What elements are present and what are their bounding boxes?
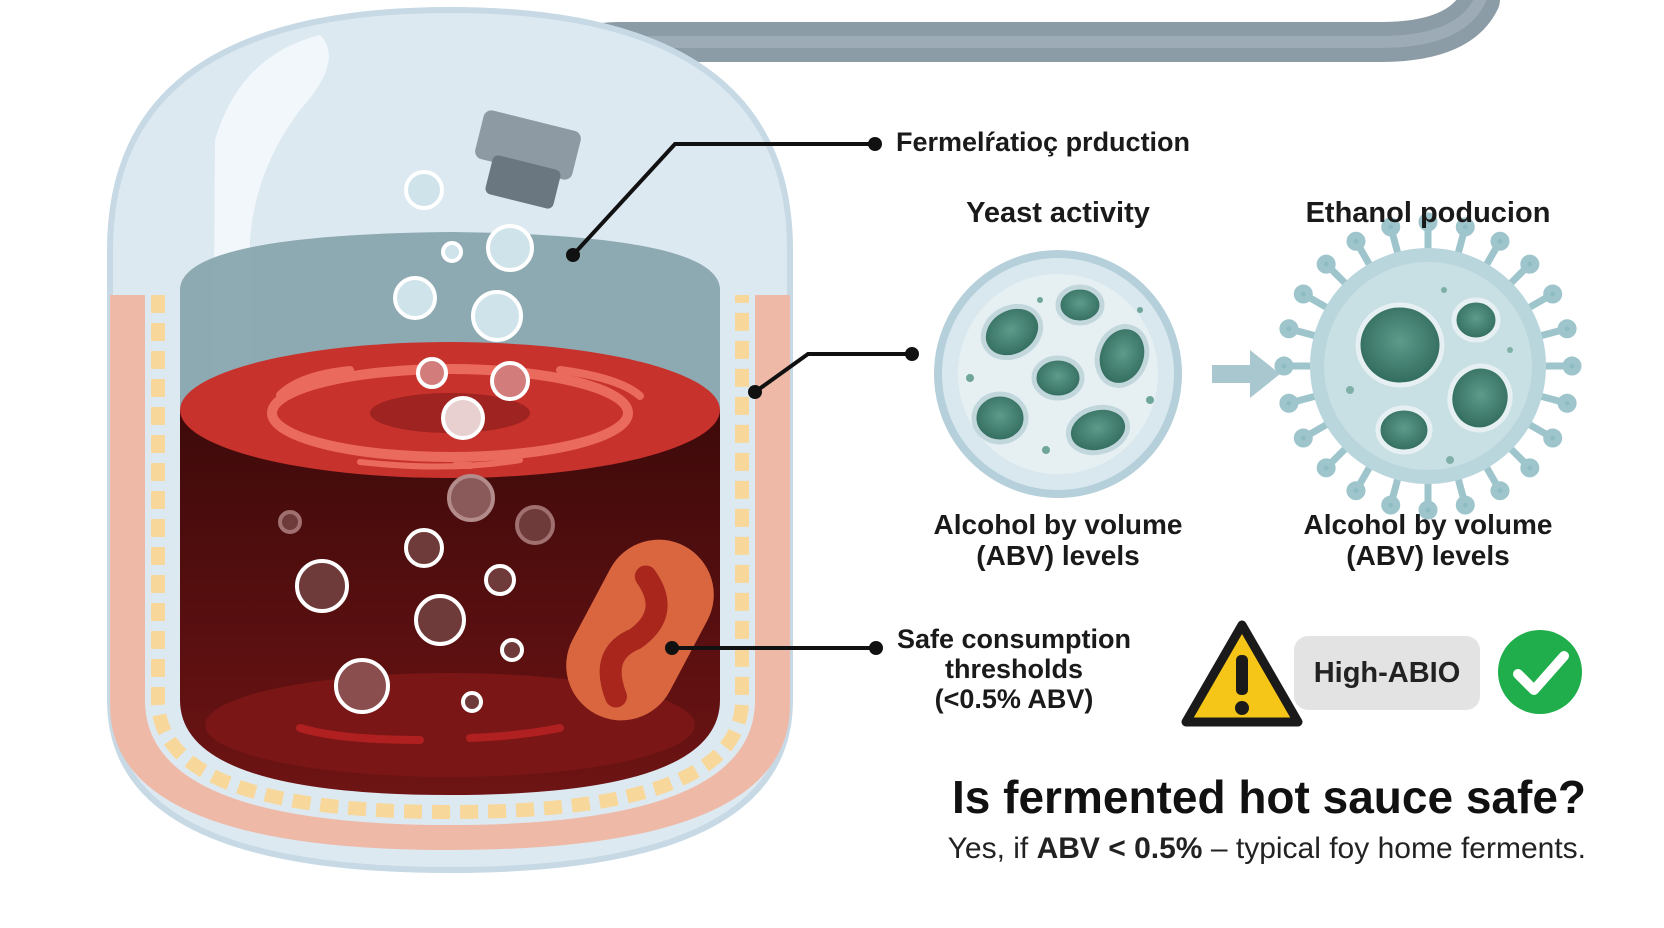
yeast-activity-label: Yeast activity bbox=[966, 197, 1150, 229]
cell-spike-tip bbox=[1279, 393, 1299, 413]
cell-spike-tip bbox=[1490, 481, 1510, 501]
answer-bold: ABV < 0.5% bbox=[1036, 832, 1203, 865]
answer-prefix: Yes, if bbox=[947, 832, 1037, 865]
abv-levels-left-line1: Alcohol by volume bbox=[933, 509, 1183, 540]
abv-levels-label-left: Alcohol by volume (ABV) levels bbox=[898, 509, 1218, 572]
callout-dot bbox=[905, 347, 919, 361]
cell-spike-tip bbox=[1316, 254, 1336, 274]
warning-icon bbox=[1181, 620, 1303, 727]
abv-levels-right-line1: Alcohol by volume bbox=[1303, 509, 1553, 540]
safe-line2: thresholds bbox=[944, 654, 1084, 685]
cell-spike-tip bbox=[1455, 217, 1475, 237]
abv-levels-left-line2: (ABV) levels bbox=[976, 539, 1140, 571]
cell-spike-tip bbox=[1293, 428, 1313, 448]
cell-spike-tip bbox=[1346, 231, 1366, 251]
cell-spike-tip bbox=[1520, 458, 1540, 478]
ethanol-producing-cell-icon bbox=[1274, 212, 1582, 520]
answer-suffix: – typical foy home ferments. bbox=[1202, 832, 1586, 865]
cell-spike-tip bbox=[1520, 254, 1540, 274]
co2-bubbles bbox=[278, 170, 555, 714]
callout-dot bbox=[748, 385, 762, 399]
fermentation-production-label: Fermelŕatioç prduction bbox=[896, 127, 1191, 157]
safe-line3: (<0.5% ABV) bbox=[934, 684, 1094, 715]
cell-spike-tip bbox=[1418, 212, 1438, 232]
ethanol-production-label: Ethanol poducion bbox=[1305, 197, 1551, 229]
callout-dot bbox=[665, 641, 679, 655]
cell-spike-tip bbox=[1418, 500, 1438, 520]
cell-spike-tip bbox=[1490, 231, 1510, 251]
headline-answer: Yes, if ABV < 0.5% – typical foy home fe… bbox=[860, 832, 1586, 866]
abv-levels-right-line2: (ABV) levels bbox=[1346, 539, 1510, 571]
cell-spike-tip bbox=[1543, 428, 1563, 448]
callout-lines bbox=[571, 142, 912, 650]
cell-spike-tip bbox=[1557, 393, 1577, 413]
callout-dot bbox=[868, 137, 882, 151]
high-abv-badge: High-ABIO bbox=[1294, 636, 1480, 710]
cell-spike-tip bbox=[1381, 217, 1401, 237]
cell-spike-tip bbox=[1293, 284, 1313, 304]
safe-line1: Safe consumption bbox=[896, 624, 1132, 654]
safe-consumption-label: Safe consumption thresholds (<0.5% ABV) bbox=[874, 624, 1154, 715]
airlock-cap bbox=[475, 110, 581, 209]
yeast-cells-icon bbox=[934, 250, 1182, 498]
arrow-right-icon bbox=[1212, 350, 1280, 398]
pepper-piece bbox=[566, 539, 714, 721]
cell-spike-tip bbox=[1381, 495, 1401, 515]
checkmark-icon bbox=[1498, 630, 1582, 714]
abv-levels-label-right: Alcohol by volume (ABV) levels bbox=[1268, 509, 1588, 572]
cell-spike-tip bbox=[1557, 319, 1577, 339]
cell-spike-tip bbox=[1455, 495, 1475, 515]
headline-question: Is fermented hot sauce safe? bbox=[952, 771, 1586, 823]
cell-spike-tip bbox=[1274, 356, 1294, 376]
cell-spike-tip bbox=[1346, 481, 1366, 501]
cell-spike-tip bbox=[1543, 284, 1563, 304]
cell-spike-tip bbox=[1562, 356, 1582, 376]
cell-spike-tip bbox=[1279, 319, 1299, 339]
insulated-vessel-wall bbox=[110, 295, 790, 850]
callout-dot bbox=[566, 248, 580, 262]
callout-dot bbox=[869, 641, 883, 655]
cell-spike-tip bbox=[1316, 458, 1336, 478]
